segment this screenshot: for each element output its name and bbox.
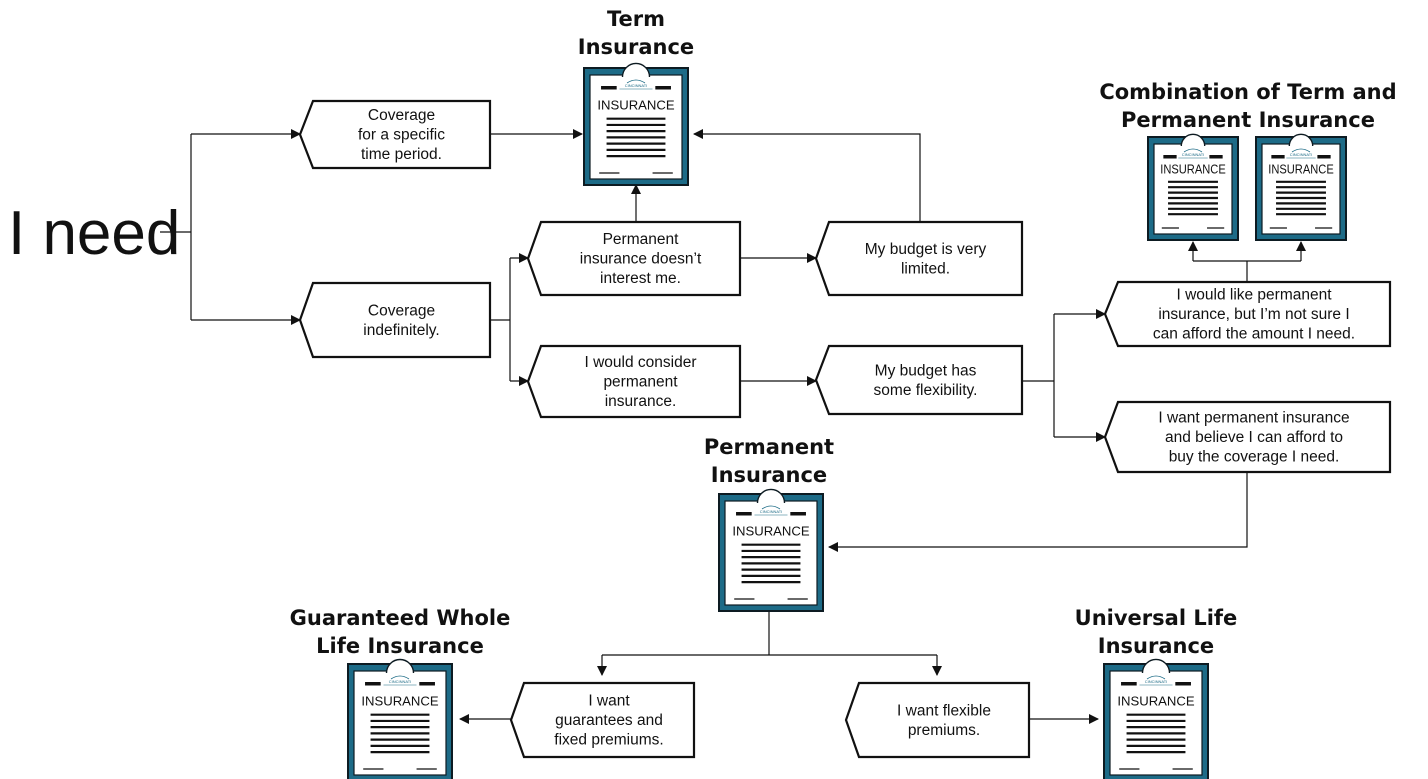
connectors [160,129,1306,724]
decision-box-can-afford: I want permanent insurance and believe I … [1103,400,1392,474]
title-line: Permanent Insurance [1121,108,1375,132]
box-text-line: Coverage [368,107,435,124]
title-line: Combination of Term and [1099,80,1396,104]
box-text-line: buy the coverage I need. [1169,449,1340,466]
box-text-line: I want permanent insurance [1158,410,1349,427]
box-outline [814,344,1024,416]
box-text-line: Permanent [603,231,680,248]
box-outline [844,681,1031,759]
cincinnati-logo: CINCINNATI [1145,679,1168,684]
box-text-line: I would like permanent [1176,287,1332,304]
box-text-line: insurance, but I’m not sure I [1158,306,1349,323]
connector-line [693,129,921,222]
decision-box-guarantees: I want guarantees and fixed premiums. [509,681,696,759]
box-text-line: I want [588,693,630,710]
box-text-line: insurance doesn’t [580,251,702,268]
decision-box-not-interested: Permanent insurance doesn’t interest me. [526,220,742,297]
decision-box-flexible-premiums: I want flexible premiums. [844,681,1031,759]
box-outline [509,681,696,759]
document-icons: CINCINNATIINSURANCECINCINNATIINSURANCECI… [347,62,1347,779]
box-text-line: My budget is very [865,241,987,258]
title-line: Universal Life [1075,606,1238,630]
document-icon-permanent: CINCINNATI INSURANCE [718,488,824,612]
title-line: Insurance [1098,634,1214,658]
document-icon-universal: CINCINNATI INSURANCE [1103,658,1209,779]
box-text-line: limited. [901,260,950,277]
document-icon-term: CINCINNATI INSURANCE [583,62,689,186]
box-text-line: insurance. [605,393,677,410]
box-outline [298,99,492,170]
box-outline [1103,280,1392,348]
box-text-line: guarantees and [555,712,663,729]
cincinnati-logo: CINCINNATI [389,679,412,684]
title-line: Term [607,7,665,31]
box-text-line: for a specific [358,127,445,144]
box-text-line: I would consider [584,354,696,371]
decision-box-limited-budget: My budget is very limited. [814,220,1024,297]
decision-box-would-consider: I would consider permanent insurance. [526,344,742,419]
cincinnati-logo: CINCINNATI [1182,152,1205,157]
insurance-label: INSURANCE [1268,162,1334,177]
box-text-line: and believe I can afford to [1165,429,1343,446]
decision-box-specific: Coverage for a specific time period. [298,99,492,170]
box-outline [526,344,742,419]
document-icon-combination-2: CINCINNATI INSURANCE [1255,133,1347,241]
box-outline [1103,400,1392,474]
box-text-line: interest me. [600,270,681,287]
box-text-line: indefinitely. [363,322,439,339]
box-text-line: Coverage [368,302,435,319]
decision-box-indefinite: Coverage indefinitely. [298,281,492,359]
connector-line [828,472,1248,552]
insurance-label: INSURANCE [1117,693,1195,708]
insurance-label: INSURANCE [1160,162,1226,177]
title-line: Guaranteed Whole [290,606,511,630]
cincinnati-logo: CINCINNATI [625,83,648,88]
title-line: Permanent [704,435,834,459]
box-text-line: premiums. [908,722,980,739]
cincinnati-logo: CINCINNATI [1290,152,1313,157]
box-text-line: I want flexible [897,702,991,719]
box-text-line: fixed premiums. [554,732,663,749]
title-line: Insurance [711,463,827,487]
box-outline [298,281,492,359]
title-line: Life Insurance [316,634,484,658]
cincinnati-logo: CINCINNATI [760,509,783,514]
box-text-line: permanent [603,374,678,391]
title-line: Insurance [578,35,694,59]
start-label: I need [8,199,180,268]
insurance-label: INSURANCE [732,523,810,538]
box-outline [814,220,1024,297]
box-text-line: time period. [361,146,442,163]
box-outline [526,220,742,297]
box-text-line: My budget has [875,362,977,379]
document-icon-combination-1: CINCINNATI INSURANCE [1147,133,1239,241]
insurance-label: INSURANCE [597,97,675,112]
decision-box-not-sure: I would like permanent insurance, but I’m… [1103,280,1392,348]
insurance-label: INSURANCE [361,693,439,708]
box-text-line: some flexibility. [874,382,978,399]
decision-box-flexible-budget: My budget has some flexibility. [814,344,1024,416]
document-icon-whole-life: CINCINNATI INSURANCE [347,658,453,779]
box-text-line: can afford the amount I need. [1153,326,1355,343]
